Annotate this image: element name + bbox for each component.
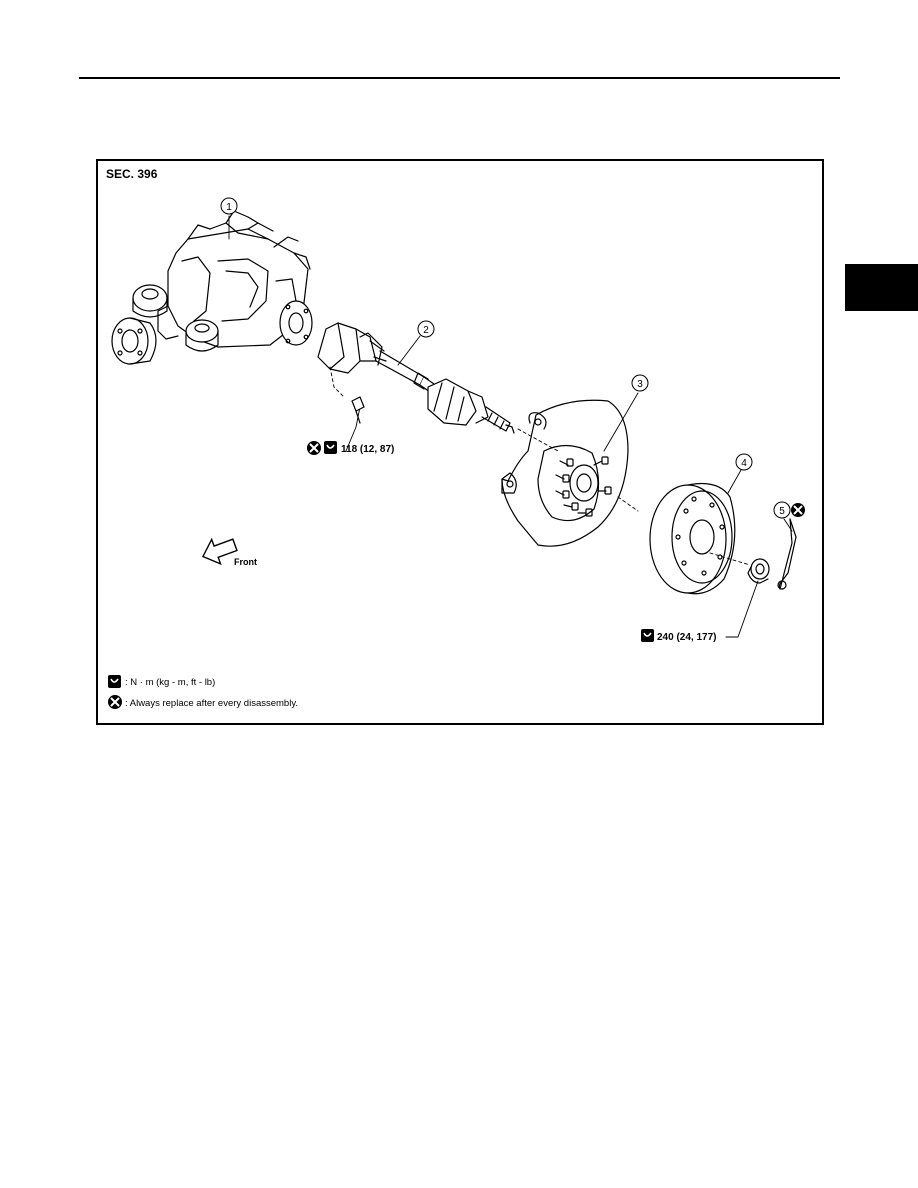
svg-text:5: 5 bbox=[779, 506, 785, 517]
diagram-frame: SEC. 396 bbox=[96, 159, 824, 725]
backing-plate bbox=[501, 399, 629, 547]
inner-cv-joint bbox=[317, 322, 387, 374]
replace-icon bbox=[108, 695, 122, 709]
replace-icon bbox=[791, 503, 805, 517]
section-tab bbox=[845, 264, 918, 311]
torque-annotation-2: 240 (24, 177) bbox=[641, 629, 717, 643]
torque-value-1: 118 (12, 87) bbox=[341, 444, 394, 455]
callout-1: 1 bbox=[220, 197, 238, 215]
legend-torque-units: : N · m (kg - m, ft - lb) bbox=[125, 677, 215, 688]
mounting-bolt bbox=[351, 396, 365, 424]
front-arrow-icon bbox=[201, 537, 238, 566]
exploded-view: 1 2 3 4 5 bbox=[108, 197, 805, 709]
drive-shaft bbox=[375, 350, 515, 434]
differential-assembly bbox=[111, 210, 313, 365]
svg-text:1: 1 bbox=[226, 202, 232, 213]
replace-icon bbox=[307, 441, 321, 455]
section-label: SEC. 396 bbox=[106, 167, 158, 181]
torque-wrench-icon bbox=[641, 629, 654, 642]
callout-4: 4 bbox=[735, 453, 753, 471]
lock-nut bbox=[747, 558, 770, 584]
callout-3: 3 bbox=[631, 374, 649, 392]
header-rule bbox=[79, 77, 840, 79]
callout-2: 2 bbox=[417, 320, 435, 338]
callout-5: 5 bbox=[773, 501, 791, 519]
leader-lines bbox=[228, 215, 793, 638]
torque-annotation-1: 118 (12, 87) bbox=[307, 441, 394, 455]
legend-replace-note: : Always replace after every disassembly… bbox=[125, 698, 298, 709]
legend: : N · m (kg - m, ft - lb) : Always repla… bbox=[108, 675, 298, 709]
torque-wrench-icon bbox=[324, 441, 337, 454]
svg-text:2: 2 bbox=[423, 325, 429, 336]
svg-text:3: 3 bbox=[637, 379, 643, 390]
svg-text:4: 4 bbox=[741, 458, 747, 469]
torque-value-2: 240 (24, 177) bbox=[657, 632, 717, 643]
cotter-pin bbox=[777, 518, 797, 590]
front-label: Front bbox=[234, 557, 257, 567]
torque-wrench-icon bbox=[108, 675, 121, 688]
brake-drum bbox=[649, 482, 736, 595]
